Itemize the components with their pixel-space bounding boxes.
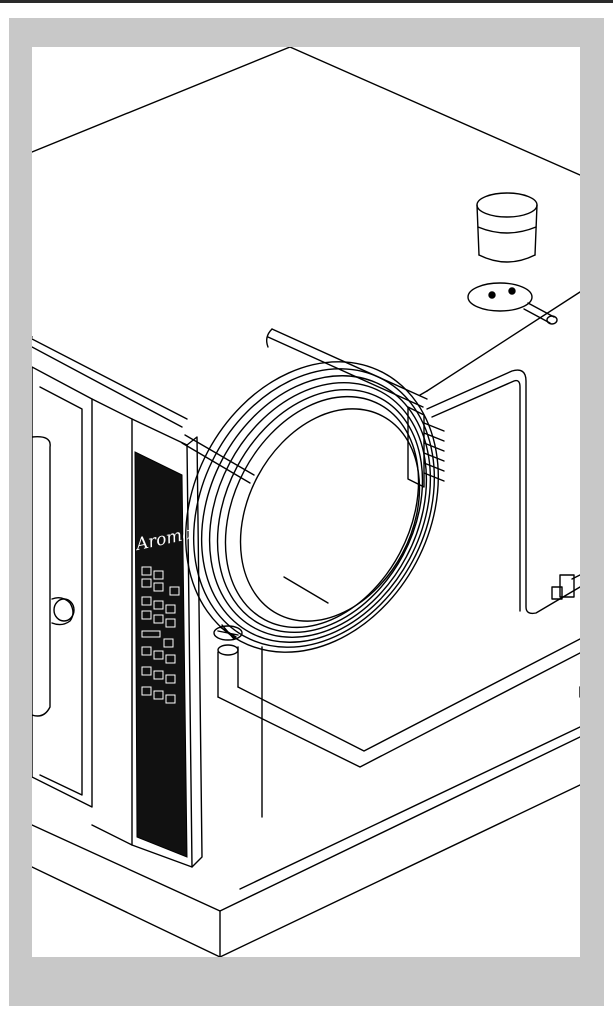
base-plinth-right — [219, 784, 580, 957]
vent-pipe — [523, 302, 555, 324]
control-column-right — [131, 418, 193, 868]
solenoid-valve — [551, 574, 580, 600]
oven-top-surface — [32, 47, 580, 338]
door-handle — [51, 596, 74, 626]
illustration-panel: Aroma — [32, 47, 580, 957]
oven-front-top-edge-2 — [32, 346, 183, 428]
water-line-2 — [431, 379, 521, 612]
vent-plate-hole-1 — [488, 291, 496, 299]
vent-plate — [467, 282, 533, 312]
coil-mounting-bracket — [265, 328, 273, 348]
door-window — [32, 436, 51, 717]
drain-pipe-top — [217, 644, 239, 656]
terminal-pins — [423, 422, 445, 482]
oven-front-top-edge — [32, 338, 188, 420]
side-panel-top — [419, 390, 428, 396]
top-rule — [0, 0, 613, 3]
vent-cap-sides — [476, 204, 538, 256]
control-panel — [134, 451, 188, 858]
door-knob — [53, 598, 75, 622]
terminal-block — [407, 406, 425, 488]
coil-mounting-bar — [267, 328, 428, 408]
drain-pipe-horizontal — [217, 638, 580, 768]
side-panel-bottom — [239, 726, 580, 890]
control-column-side — [186, 436, 203, 868]
vent-plate-hole-2 — [508, 287, 516, 295]
drain-grate-mesh — [217, 624, 239, 640]
heating-coil — [185, 361, 439, 653]
vent-cap-ring — [477, 226, 537, 234]
vent-pipe-end — [546, 315, 558, 325]
base-plinth-bottom — [32, 866, 221, 957]
coil-clamp-band — [181, 434, 255, 484]
drain-pipe-vertical — [217, 646, 239, 698]
door-frame-outer — [32, 366, 93, 808]
door-frame-inner — [39, 386, 83, 796]
oven-heating-coil-illustration: Aroma — [32, 47, 580, 957]
control-column-outline — [91, 398, 133, 846]
water-line — [426, 369, 580, 615]
drain-grate — [213, 625, 243, 641]
coil-tie-bottom — [283, 576, 329, 604]
vent-cap-base — [478, 254, 536, 263]
vent-cap-top — [476, 192, 538, 218]
control-buttons — [141, 566, 180, 704]
top-right-edge — [426, 291, 580, 392]
